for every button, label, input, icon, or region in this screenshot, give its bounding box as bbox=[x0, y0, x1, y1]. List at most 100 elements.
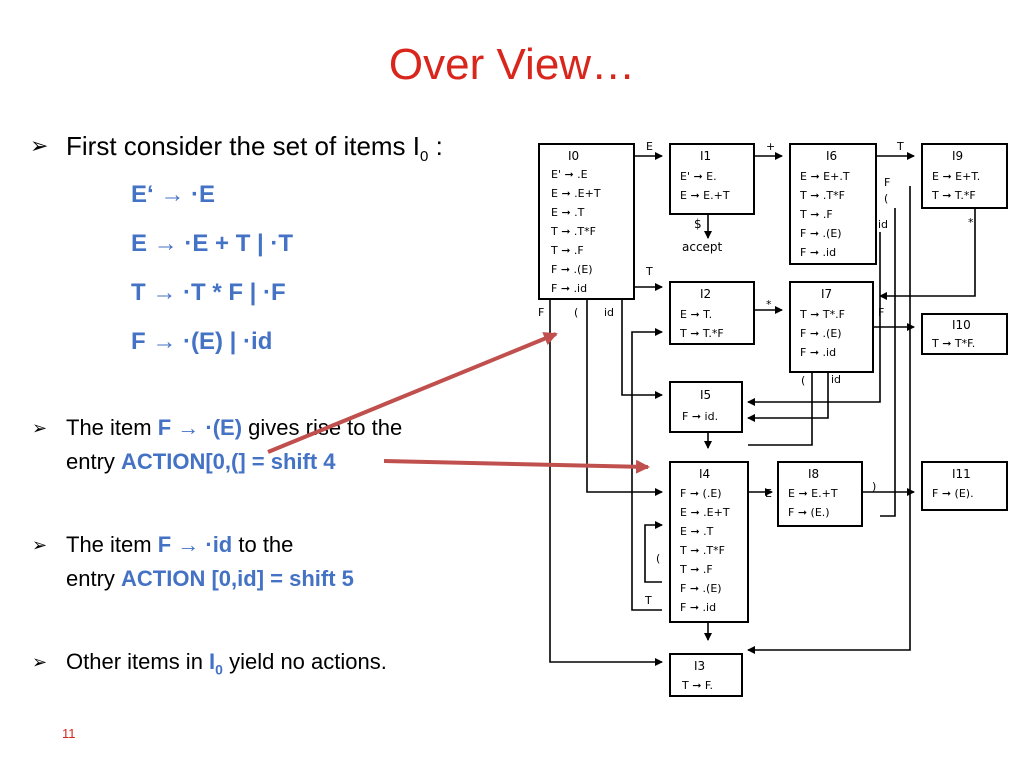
item: T ➞ .T*F bbox=[550, 225, 596, 238]
state-I9: I9 E ➞ E+T. T ➞ T.*F bbox=[921, 143, 1008, 209]
edge-label-I2-I7: * bbox=[766, 298, 772, 311]
state-label-I7: I7 bbox=[821, 287, 832, 301]
edge-I0-I5 bbox=[621, 299, 663, 399]
item: F ➞ (.E) bbox=[680, 487, 722, 500]
pointer-arrow-to-I2 bbox=[267, 332, 558, 454]
edge-I0-I3 bbox=[549, 299, 663, 666]
slide-title: Over View… bbox=[388, 40, 636, 89]
pointer-arrow-to-I4 bbox=[383, 459, 650, 474]
edge-label-I0-paren: ( bbox=[574, 306, 578, 319]
item: F ➞ id. bbox=[682, 410, 718, 423]
edge-label-I1-I6: + bbox=[766, 140, 775, 153]
highlight: F → ·(E) bbox=[157, 415, 243, 440]
edge-label-I4-I8: E bbox=[765, 487, 772, 500]
edge-I6-I5 bbox=[747, 232, 881, 406]
edge-label-I8-I11: ) bbox=[872, 480, 876, 493]
item: T ➞ T*.F bbox=[799, 308, 845, 321]
bullet-arrow-icon: ➢ bbox=[32, 652, 48, 673]
bullet-arrow-icon: ➢ bbox=[32, 418, 48, 439]
bullet-item-id: The item F → ·id to the entry ACTION [0,… bbox=[66, 528, 354, 596]
item: F ➞ .(E) bbox=[680, 582, 722, 595]
text: to the bbox=[232, 532, 294, 557]
state-I10: I10 T ➞ T*F. bbox=[921, 313, 1008, 355]
state-I1: I1 E' ➞ E. E ➞ E.+T bbox=[669, 143, 755, 215]
item: T ➞ .T*F bbox=[679, 544, 725, 557]
state-I8: I8 E ➞ E.+T F ➞ (E.) bbox=[777, 461, 863, 527]
edge-label-I7-I10: F bbox=[878, 306, 884, 319]
item: E ➞ .E+T bbox=[551, 187, 601, 200]
item: E ➞ .E+T bbox=[680, 506, 730, 519]
state-label-I1: I1 bbox=[700, 149, 711, 163]
bullet-other-items: Other items in I0 yield no actions. bbox=[66, 645, 387, 686]
state-label-I11: I11 bbox=[952, 467, 971, 481]
text: entry bbox=[66, 566, 122, 591]
state-label-I0: I0 bbox=[568, 149, 579, 163]
bullet-text: First consider the set of items I bbox=[66, 131, 421, 161]
state-items-I0: E' ➞ .E E ➞ .E+T E ➞ .T T ➞ .T*F T ➞ .F … bbox=[550, 168, 601, 295]
edge-I7-I5 bbox=[747, 372, 829, 422]
bullet-text-end: : bbox=[428, 131, 443, 161]
diagram-edges bbox=[549, 152, 976, 666]
item: E ➞ .T bbox=[680, 525, 714, 538]
item: E ➞ T. bbox=[680, 308, 712, 321]
edge-label-I0-I2: T bbox=[645, 265, 653, 278]
state-I7: I7 T ➞ T*.F F ➞ .(E) F ➞ .id bbox=[789, 281, 874, 373]
accept-symbol: $ bbox=[694, 217, 702, 231]
edge-I9-I7 bbox=[879, 208, 976, 300]
state-label-I5: I5 bbox=[700, 388, 711, 402]
highlight: ACTION[0,(] = shift 4 bbox=[121, 449, 336, 474]
text: Other items in bbox=[66, 649, 210, 674]
edge-label-I7-paren: ( bbox=[801, 374, 805, 387]
state-label-I6: I6 bbox=[826, 149, 837, 163]
item: E ➞ E+.T bbox=[800, 170, 850, 183]
state-I11: I11 F ➞ (E). bbox=[921, 461, 1008, 511]
production-2: E → ·E + T | ·T bbox=[131, 230, 294, 257]
item: E' ➞ .E bbox=[551, 168, 588, 181]
edge-I7-I4 bbox=[748, 372, 813, 446]
edge-label-I6-F: F bbox=[884, 176, 890, 189]
item: E' ➞ E. bbox=[680, 170, 717, 183]
edge-label-I4-I2: T bbox=[644, 594, 652, 607]
item: E ➞ E.+T bbox=[788, 487, 838, 500]
bullet-first-consider: First consider the set of items I0 : bbox=[66, 129, 443, 174]
item: F ➞ .id bbox=[680, 601, 716, 614]
edge-label-I0-id: id bbox=[604, 306, 614, 319]
page-number: 11 bbox=[62, 726, 76, 741]
item: F ➞ .(E) bbox=[800, 327, 842, 340]
state-I0: I0 E' ➞ .E E ➞ .E+T E ➞ .T T ➞ .T*F T ➞ … bbox=[538, 143, 635, 300]
subscript: 0 bbox=[215, 661, 223, 678]
item: F ➞ .(E) bbox=[551, 263, 593, 276]
production-3: T → ·T * F | ·F bbox=[131, 279, 286, 306]
edge-I6-I3 bbox=[747, 186, 911, 654]
state-label-I4: I4 bbox=[699, 467, 710, 481]
edge-label-I4-loop: ( bbox=[656, 552, 660, 565]
highlight: F → ·id bbox=[157, 532, 233, 557]
edge-label-I0-F: F bbox=[538, 306, 544, 319]
item: T ➞ T.*F bbox=[931, 189, 976, 202]
state-I5: I5 F ➞ id. bbox=[669, 381, 743, 433]
edge-label-I9-I7: * bbox=[968, 216, 974, 229]
item: T ➞ .F bbox=[799, 208, 833, 221]
text: The item bbox=[66, 532, 158, 557]
state-label-I10: I10 bbox=[952, 318, 971, 332]
item: T ➞ F. bbox=[681, 679, 713, 692]
item: T ➞ .T*F bbox=[799, 189, 845, 202]
item: E ➞ E+T. bbox=[932, 170, 980, 183]
text: entry bbox=[66, 449, 122, 474]
item: F ➞ .(E) bbox=[800, 227, 842, 240]
item: F ➞ (E). bbox=[932, 487, 974, 500]
item: F ➞ .id bbox=[800, 246, 836, 259]
edge-I6-I4 bbox=[880, 208, 896, 517]
state-label-I9: I9 bbox=[952, 149, 963, 163]
item: T ➞ T.*F bbox=[679, 327, 724, 340]
text: yield no actions. bbox=[222, 649, 387, 674]
state-I6: I6 E ➞ E+.T T ➞ .T*F T ➞ .F F ➞ .(E) F ➞… bbox=[789, 143, 877, 265]
text: The item bbox=[66, 415, 158, 440]
state-I3: I3 T ➞ F. bbox=[669, 653, 743, 697]
edge-label-I7-id: id bbox=[831, 373, 841, 386]
highlight: I bbox=[209, 649, 216, 674]
edge-label-I0-I1: E bbox=[646, 140, 653, 153]
item: F ➞ .id bbox=[551, 282, 587, 295]
item: T ➞ .F bbox=[679, 563, 713, 576]
item: E ➞ .T bbox=[551, 206, 585, 219]
